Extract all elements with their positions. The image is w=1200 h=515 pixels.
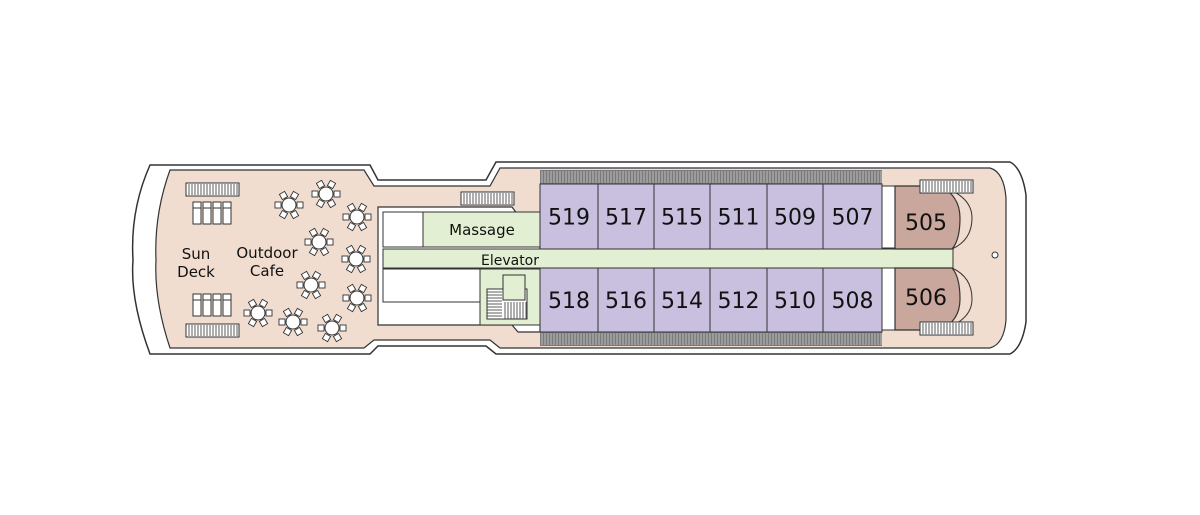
cabin-515[interactable]: [653, 183, 711, 250]
cabin-label-517: 517: [605, 206, 647, 231]
cabin-label-516: 516: [605, 289, 647, 314]
bench-icon: [919, 321, 974, 336]
cabin-510[interactable]: [766, 267, 824, 333]
cabin-label-511: 511: [718, 206, 760, 231]
cabin-label-518: 518: [548, 289, 590, 314]
bench-icon: [185, 323, 240, 338]
cabin-label-510: 510: [774, 289, 816, 314]
cabin-label-519: 519: [548, 206, 590, 231]
cabin-label-515: 515: [661, 206, 703, 231]
sun-lounger-icon: [192, 293, 232, 317]
railing-bottom: [540, 332, 882, 346]
bench-icon: [460, 191, 515, 206]
round-table-with-chairs-icon: [341, 244, 371, 274]
round-table-with-chairs-icon: [342, 202, 372, 232]
round-table-with-chairs-icon: [304, 227, 334, 257]
railing-hatch: [541, 171, 882, 345]
massage-room: [422, 211, 541, 248]
bench-icon: [919, 179, 974, 194]
bench-icon: [185, 182, 240, 197]
sun-lounger-icon: [192, 201, 232, 225]
corridor: [382, 248, 954, 269]
cabins-lower-row: 518 516 514 512 510 508: [539, 267, 883, 333]
cabin-label-508: 508: [832, 289, 874, 314]
suite-label-505: 505: [905, 211, 947, 236]
round-table-with-chairs-icon: [243, 298, 273, 328]
round-table-with-chairs-icon: [278, 307, 308, 337]
round-table-with-chairs-icon: [296, 270, 326, 300]
cabin-509[interactable]: [766, 183, 824, 250]
cabin-label-512: 512: [718, 289, 760, 314]
porthole-icon: [991, 251, 999, 259]
cabin-518[interactable]: [539, 267, 599, 333]
round-table-with-chairs-icon: [317, 313, 347, 343]
elevator-label: Elevator: [481, 253, 539, 269]
sun-deck-label-line1: Sun: [182, 245, 211, 263]
sun-deck-label-line2: Deck: [177, 263, 215, 281]
suite-label-506: 506: [905, 286, 947, 311]
cabin-511[interactable]: [709, 183, 768, 250]
cabin-label-509: 509: [774, 206, 816, 231]
shaft-upper: [881, 185, 896, 249]
cafe-tables: [243, 179, 372, 343]
round-table-with-chairs-icon: [342, 283, 372, 313]
cafe-label-line2: Cafe: [250, 262, 284, 280]
round-table-with-chairs-icon: [274, 190, 304, 220]
cabins-upper-row: 519 517 515 511 509 507: [539, 183, 883, 250]
massage-label: Massage: [449, 221, 515, 239]
cabin-label-507: 507: [832, 206, 874, 231]
cabin-label-514: 514: [661, 289, 703, 314]
cabin-519[interactable]: [539, 183, 599, 250]
cabin-514[interactable]: [653, 267, 711, 333]
cabin-516[interactable]: [597, 267, 655, 333]
shaft-lower: [881, 267, 896, 331]
railing-top: [540, 170, 882, 184]
round-table-with-chairs-icon: [311, 179, 341, 209]
utility-room-upper: [382, 211, 424, 248]
stairs-icon: [486, 274, 528, 320]
cafe-label-line1: Outdoor: [236, 244, 298, 262]
utility-room-lower: [382, 268, 481, 303]
